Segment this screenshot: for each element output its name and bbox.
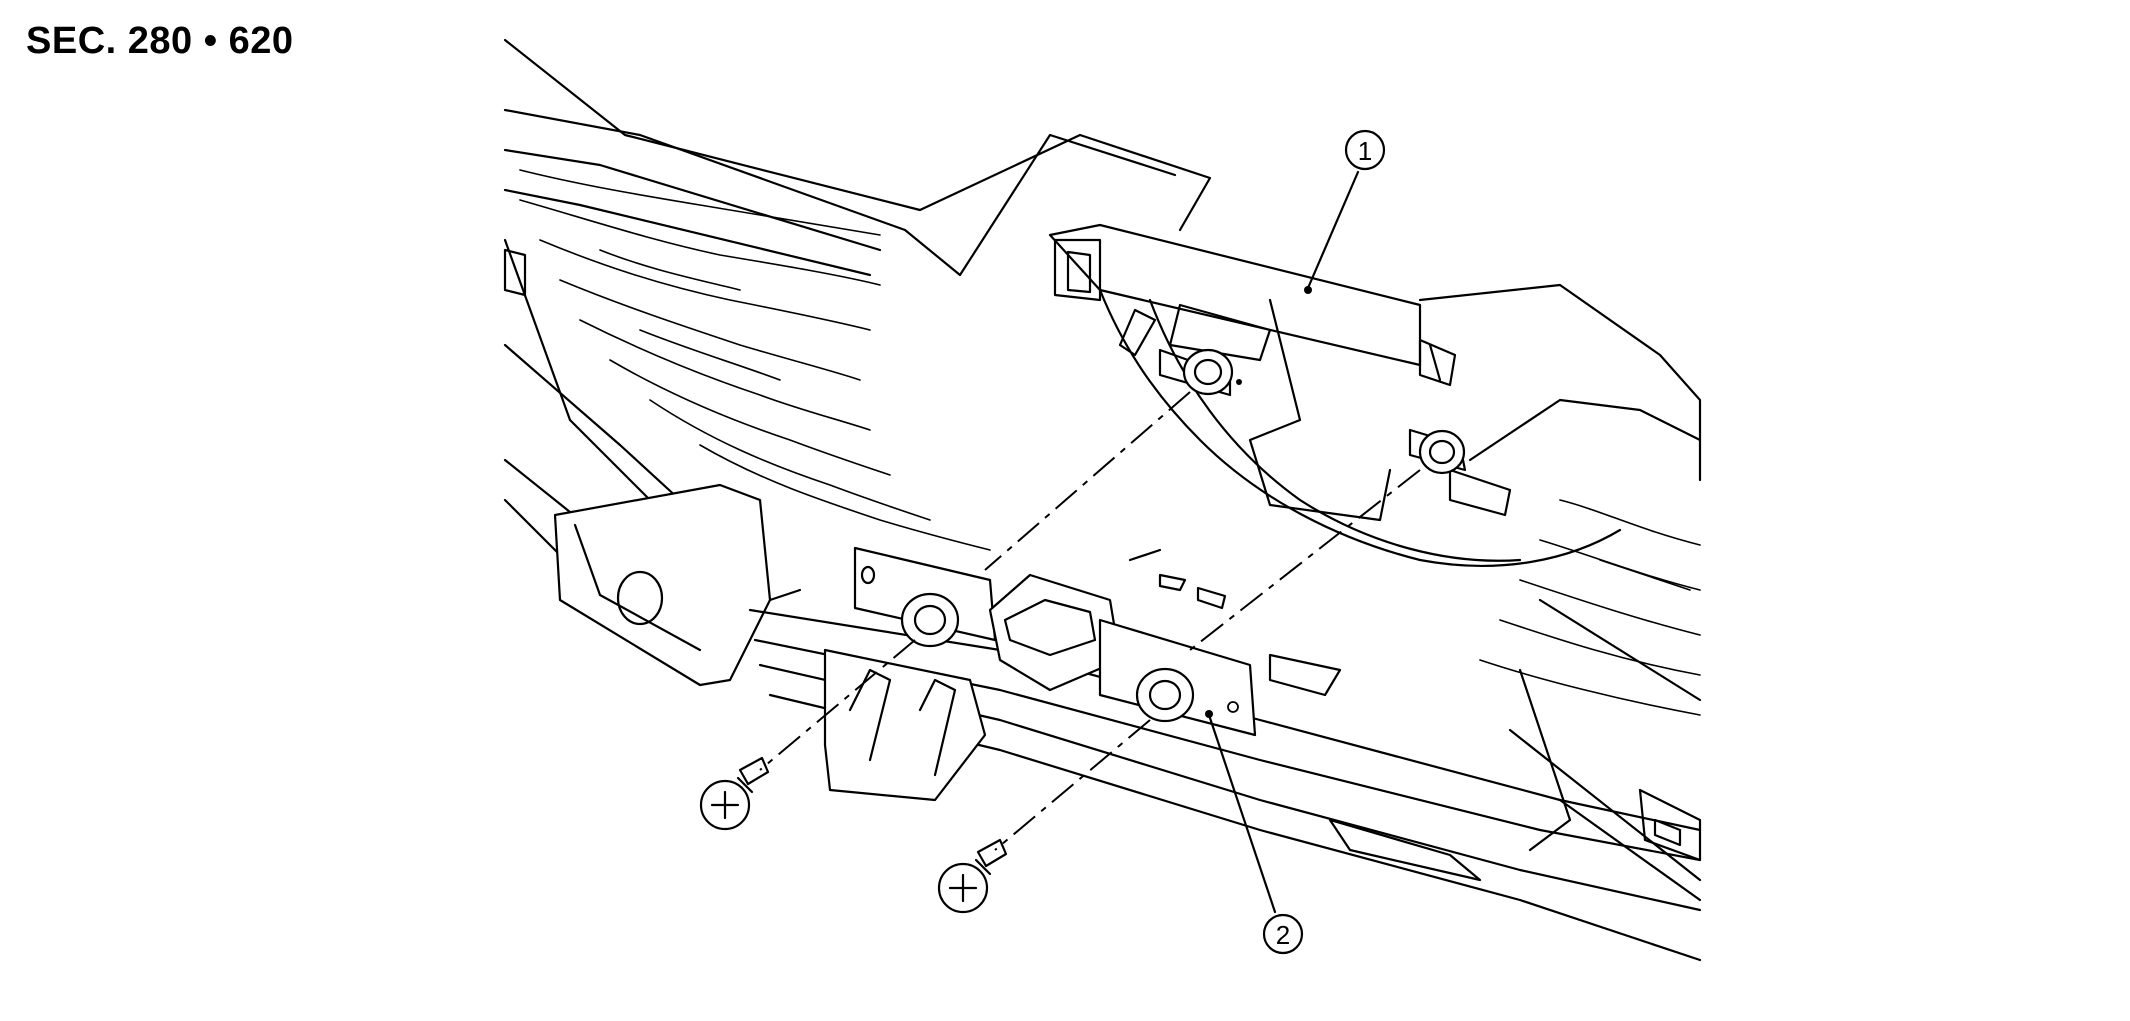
installation-lines <box>759 391 1421 851</box>
grille-texture-right <box>1479 499 1701 716</box>
upper-bracket <box>1048 223 1622 567</box>
upper-boss-left <box>1182 348 1242 396</box>
upper-boss-right <box>1418 429 1466 475</box>
screw-left <box>699 756 770 831</box>
direction-markers <box>1128 548 1227 610</box>
callout-1-label: 1 <box>1358 136 1372 166</box>
callout-2: 2 <box>1205 710 1304 955</box>
screw-right <box>937 838 1008 914</box>
callout-2-label: 2 <box>1276 920 1290 950</box>
instrument-panel-outline <box>503 38 1702 902</box>
lower-boss-right <box>1135 667 1195 723</box>
grille-texture-left <box>519 169 991 551</box>
callout-1: 1 <box>1304 129 1386 294</box>
lower-bracket <box>823 546 1342 802</box>
cross-member-left <box>553 483 802 687</box>
section-label: SEC. 280 • 620 <box>26 20 294 62</box>
lower-boss-left <box>900 592 960 648</box>
